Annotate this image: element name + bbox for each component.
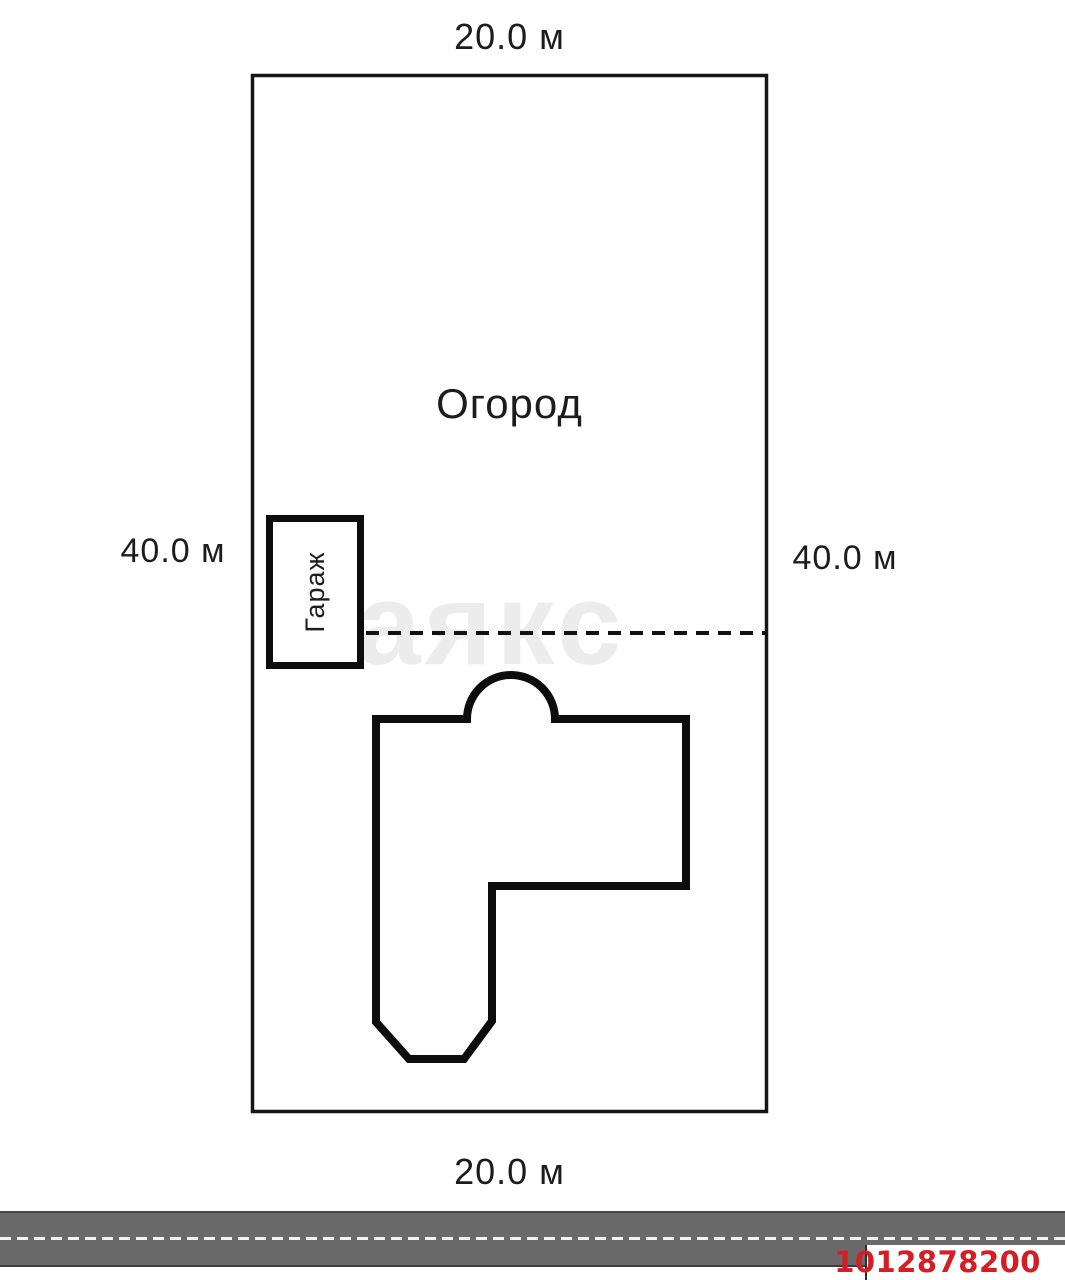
listing-id: 1012878200 [834,1245,1041,1279]
listing-id-box: 1012878200 [834,1245,1065,1280]
dimension-label-left: 40.0 м [120,532,226,570]
road-centerline-dashes [0,1237,1065,1240]
garage-rect [266,515,364,669]
garden-area-label: Огород [436,380,583,427]
agency-watermark: аякс [356,559,626,689]
garage-label: Гараж [300,551,330,632]
dimension-label-top: 20.0 м [454,16,565,57]
plot-boundary [250,73,769,1114]
house-outline [372,671,690,1063]
dimension-label-right: 40.0 м [792,539,898,577]
dimension-label-bottom: 20.0 м [454,1151,565,1192]
